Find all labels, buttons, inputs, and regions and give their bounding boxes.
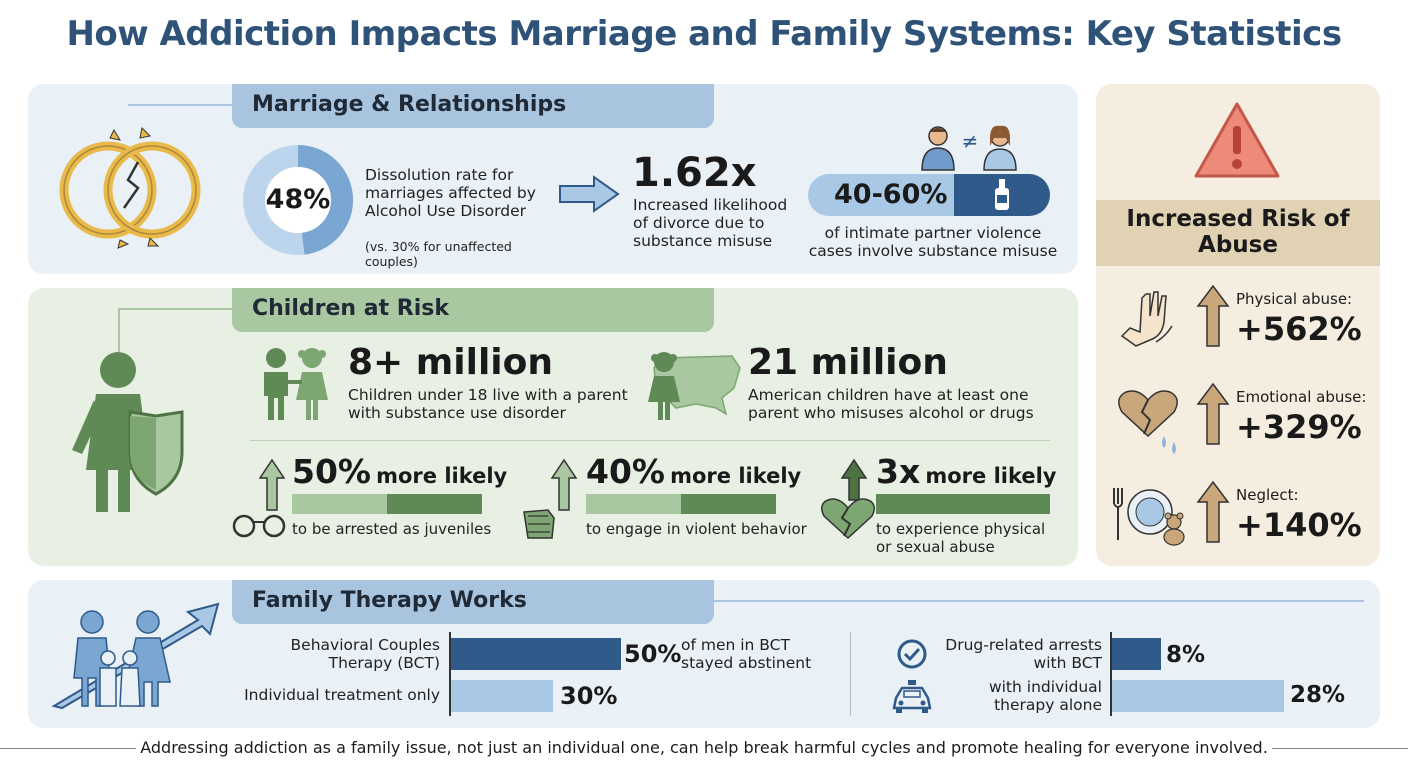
footer-line-left bbox=[0, 748, 136, 749]
two-children-icon bbox=[264, 348, 328, 420]
broken-heart-tears-icon bbox=[1118, 390, 1178, 454]
dissolution-text: Dissolution rate for marriages affected … bbox=[365, 166, 536, 220]
bct-note: of men in BCT stayed abstinent bbox=[681, 636, 812, 672]
risk1-headline: 50% more likely bbox=[292, 452, 507, 491]
risk3-bar bbox=[876, 494, 1050, 514]
arrest-ind-label: with individual therapy alone bbox=[988, 678, 1102, 714]
therapy-divider bbox=[850, 632, 851, 716]
therapy-axis-2 bbox=[1110, 632, 1112, 716]
broken-heart-icon bbox=[821, 458, 875, 540]
risk3-label: more likely bbox=[925, 464, 1057, 488]
risk2-text: to engage in violent behavior bbox=[586, 520, 807, 538]
risk2-label: more likely bbox=[670, 464, 802, 488]
right-arrow-icon bbox=[559, 175, 620, 213]
arrest-bct-label: Drug-related arrests with BCT bbox=[945, 636, 1102, 672]
bct-value: 50% bbox=[624, 640, 682, 668]
therapy-panel: Family Therapy Works Behavioral Couples … bbox=[28, 580, 1380, 728]
stat1-value: 8+ million bbox=[348, 342, 553, 383]
dissolution-note: (vs. 30% for unaffected couples) bbox=[365, 239, 512, 269]
warning-icon bbox=[1194, 102, 1280, 178]
individual-bar bbox=[451, 680, 553, 712]
ipv-pill: 40-60% bbox=[808, 174, 1050, 216]
therapy-tab: Family Therapy Works bbox=[232, 580, 714, 624]
children-divider bbox=[250, 440, 1050, 441]
fist-icon bbox=[523, 458, 578, 539]
likelihood-text: Increased likelihood of divorce due to s… bbox=[633, 196, 788, 250]
therapy-axis-1 bbox=[449, 632, 451, 716]
usa-map-child-icon bbox=[648, 352, 741, 420]
up-arrow-1-icon bbox=[1196, 284, 1230, 347]
abuse-item3-value: +140% bbox=[1236, 506, 1362, 544]
likelihood-value: 1.62x bbox=[632, 150, 757, 196]
handcuffs-icon bbox=[232, 458, 286, 538]
risk1-text: to be arrested as juveniles bbox=[292, 520, 492, 538]
abuse-item2-value: +329% bbox=[1236, 408, 1362, 446]
stat2-text: American children have at least one pare… bbox=[748, 386, 1034, 422]
individual-value: 30% bbox=[560, 682, 618, 710]
broken-rings-icon bbox=[59, 126, 201, 249]
empty-plate-icon bbox=[1113, 488, 1185, 546]
footer-line-right bbox=[1272, 748, 1408, 749]
risk1-bar bbox=[292, 494, 482, 514]
check-circle-icon bbox=[897, 639, 927, 669]
risk3-value: 3x bbox=[876, 452, 921, 491]
individual-label: Individual treatment only bbox=[244, 686, 440, 704]
up-arrow-3-icon bbox=[1196, 480, 1230, 543]
couple-icon: ≠ bbox=[921, 125, 1017, 171]
bct-label: Behavioral Couples Therapy (BCT) bbox=[290, 636, 440, 672]
tab-connector-green bbox=[118, 308, 232, 310]
stat2-value: 21 million bbox=[748, 342, 948, 383]
arrest-bct-value: 8% bbox=[1166, 642, 1206, 668]
tab-connector-green-v bbox=[118, 308, 120, 352]
footer-text: Addressing addiction as a family issue, … bbox=[140, 738, 1268, 757]
ipv-value: 40-60% bbox=[834, 179, 948, 210]
abuse-title: Increased Risk of Abuse bbox=[1126, 206, 1350, 258]
risk3-headline: 3x more likely bbox=[876, 452, 1057, 491]
donut-value: 48% bbox=[265, 184, 331, 215]
risk1-value: 50% bbox=[292, 452, 371, 491]
abuse-item2-label: Emotional abuse: bbox=[1236, 388, 1367, 406]
abuse-item1-value: +562% bbox=[1236, 310, 1362, 348]
svg-text:≠: ≠ bbox=[962, 129, 979, 153]
hand-icon bbox=[1120, 291, 1173, 347]
risk2-headline: 40% more likely bbox=[586, 452, 801, 491]
marriage-panel: Marriage & Relationships 48% Dissolution… bbox=[28, 84, 1078, 274]
abuse-item1-label: Physical abuse: bbox=[1236, 290, 1353, 308]
page-title: How Addiction Impacts Marriage and Famil… bbox=[66, 14, 1342, 54]
bottle-icon bbox=[995, 179, 1009, 210]
parent-shield-icon bbox=[72, 352, 184, 512]
tab-connector-therapy bbox=[714, 600, 1364, 602]
risk3-text: to experience physical or sexual abuse bbox=[876, 520, 1046, 556]
police-car-icon bbox=[892, 680, 932, 713]
tab-connector bbox=[128, 104, 232, 106]
family-arrow-icon bbox=[51, 602, 220, 710]
arrest-ind-bar bbox=[1112, 680, 1284, 712]
up-arrow-2-icon bbox=[1196, 382, 1230, 445]
risk2-bar bbox=[586, 494, 776, 514]
arrest-ind-value: 28% bbox=[1290, 682, 1346, 708]
abuse-title-band bbox=[1096, 200, 1380, 266]
abuse-panel: Increased Risk of Abuse Physical abuse: … bbox=[1096, 84, 1380, 566]
ipv-text: of intimate partner violence cases invol… bbox=[808, 224, 1058, 260]
bct-bar bbox=[451, 638, 621, 670]
children-panel: Children at Risk 8+ million Children und… bbox=[28, 288, 1078, 566]
marriage-tab: Marriage & Relationships bbox=[232, 84, 714, 128]
arrest-bct-bar bbox=[1112, 638, 1162, 670]
dissolution-donut bbox=[243, 145, 353, 255]
risk2-value: 40% bbox=[586, 452, 665, 491]
stat1-text: Children under 18 live with a parent wit… bbox=[348, 386, 628, 422]
children-tab: Children at Risk bbox=[232, 288, 714, 332]
abuse-item3-label: Neglect: bbox=[1236, 486, 1299, 504]
risk1-label: more likely bbox=[376, 464, 508, 488]
